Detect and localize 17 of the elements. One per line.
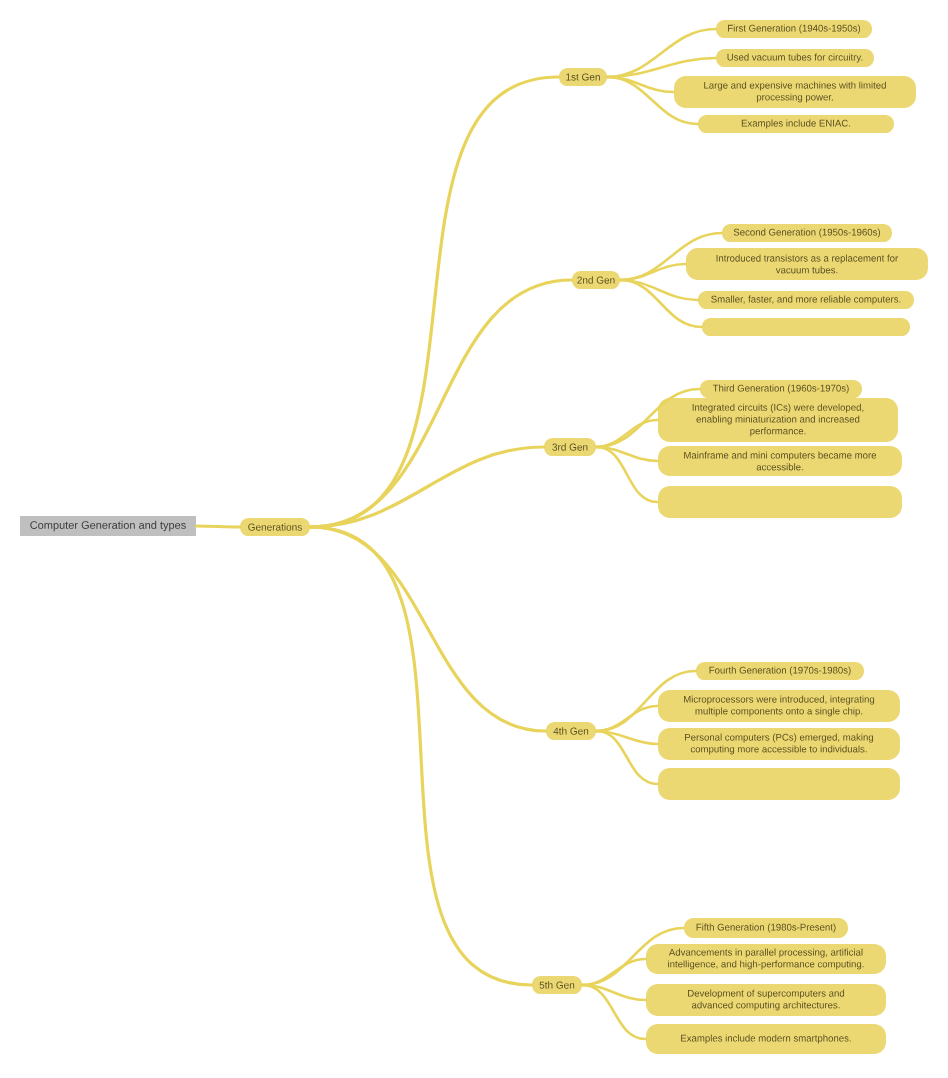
branch-line [581,926,685,987]
branch-line [595,704,659,733]
pill-box [702,318,910,336]
branch-line [595,418,659,449]
branch-line [581,983,647,1041]
pill-box [658,486,902,518]
branch-line [308,445,546,529]
branch-line [194,524,242,529]
branch-line [595,729,659,786]
branch-line [308,525,534,987]
pill-box [658,768,900,800]
branch-line [595,445,659,504]
branch-line [606,56,717,79]
branch-line [606,75,699,126]
branch-line [581,957,647,987]
branch-line [619,278,703,329]
branch-line [619,262,687,282]
